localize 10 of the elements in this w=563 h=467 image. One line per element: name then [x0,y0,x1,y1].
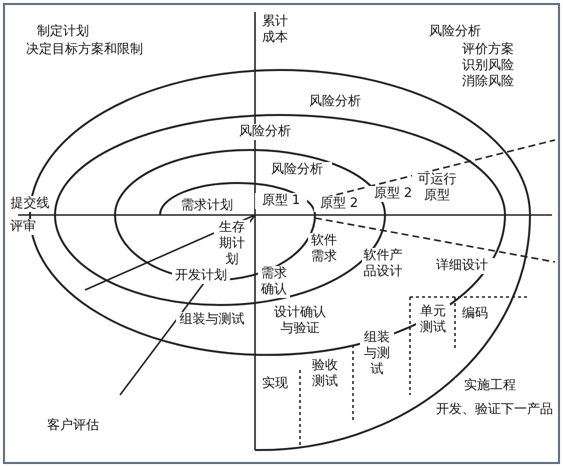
phase-label: 原型 1 [255,193,307,209]
phase-label: 单元测试 [416,304,450,336]
phase-label: 软件产品设计 [362,248,404,280]
phase-label: 开发计划 [172,268,230,284]
phase-label: 需求确认 [258,266,290,298]
axis-label: 提交线 [8,196,52,212]
phase-label: 软件需求 [308,233,340,265]
phase-label: 设计确认与验证 [272,305,328,337]
phase-label: 生存期计划 [214,220,250,268]
axis-label: 评审 [8,219,38,235]
